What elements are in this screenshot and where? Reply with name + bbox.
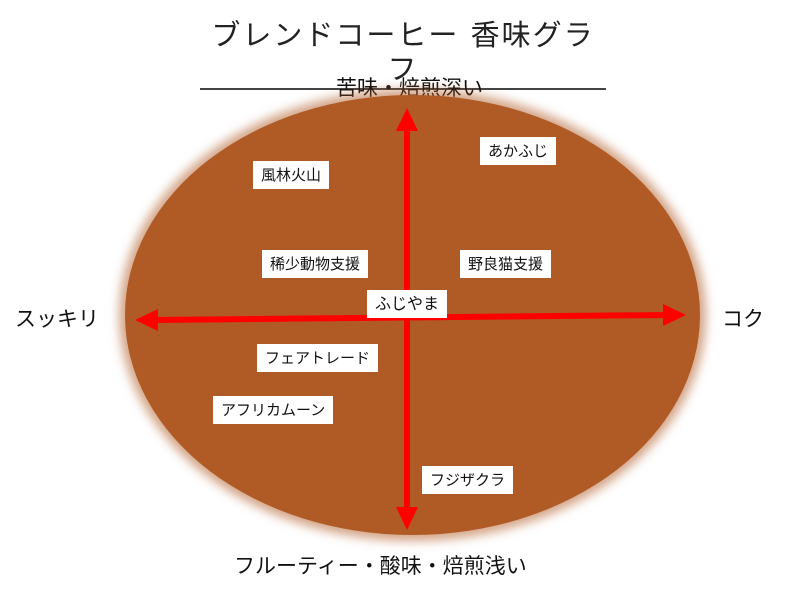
blend-label: ふじやま: [367, 290, 448, 318]
arrow-left-icon: [135, 309, 158, 331]
arrow-up-icon: [396, 108, 418, 131]
blend-label: フェアトレード: [257, 344, 379, 372]
axis-label-bottom: フルーティー・酸味・焙煎浅い: [234, 554, 527, 578]
blend-label: 稀少動物支援: [262, 250, 369, 278]
chart-title: ブレンドコーヒー 香味グラフ: [200, 18, 606, 90]
arrow-down-icon: [396, 507, 418, 530]
blend-label: アフリカムーン: [213, 396, 334, 424]
axis-label-right: コク: [722, 307, 764, 331]
blend-label: フジザクラ: [422, 466, 514, 494]
axis-label-left: スッキリ: [15, 307, 99, 331]
blend-label: 野良猫支援: [460, 250, 552, 278]
blend-label: あかふじ: [480, 137, 557, 165]
blend-label: 風林火山: [253, 161, 330, 189]
arrow-right-icon: [663, 304, 686, 326]
